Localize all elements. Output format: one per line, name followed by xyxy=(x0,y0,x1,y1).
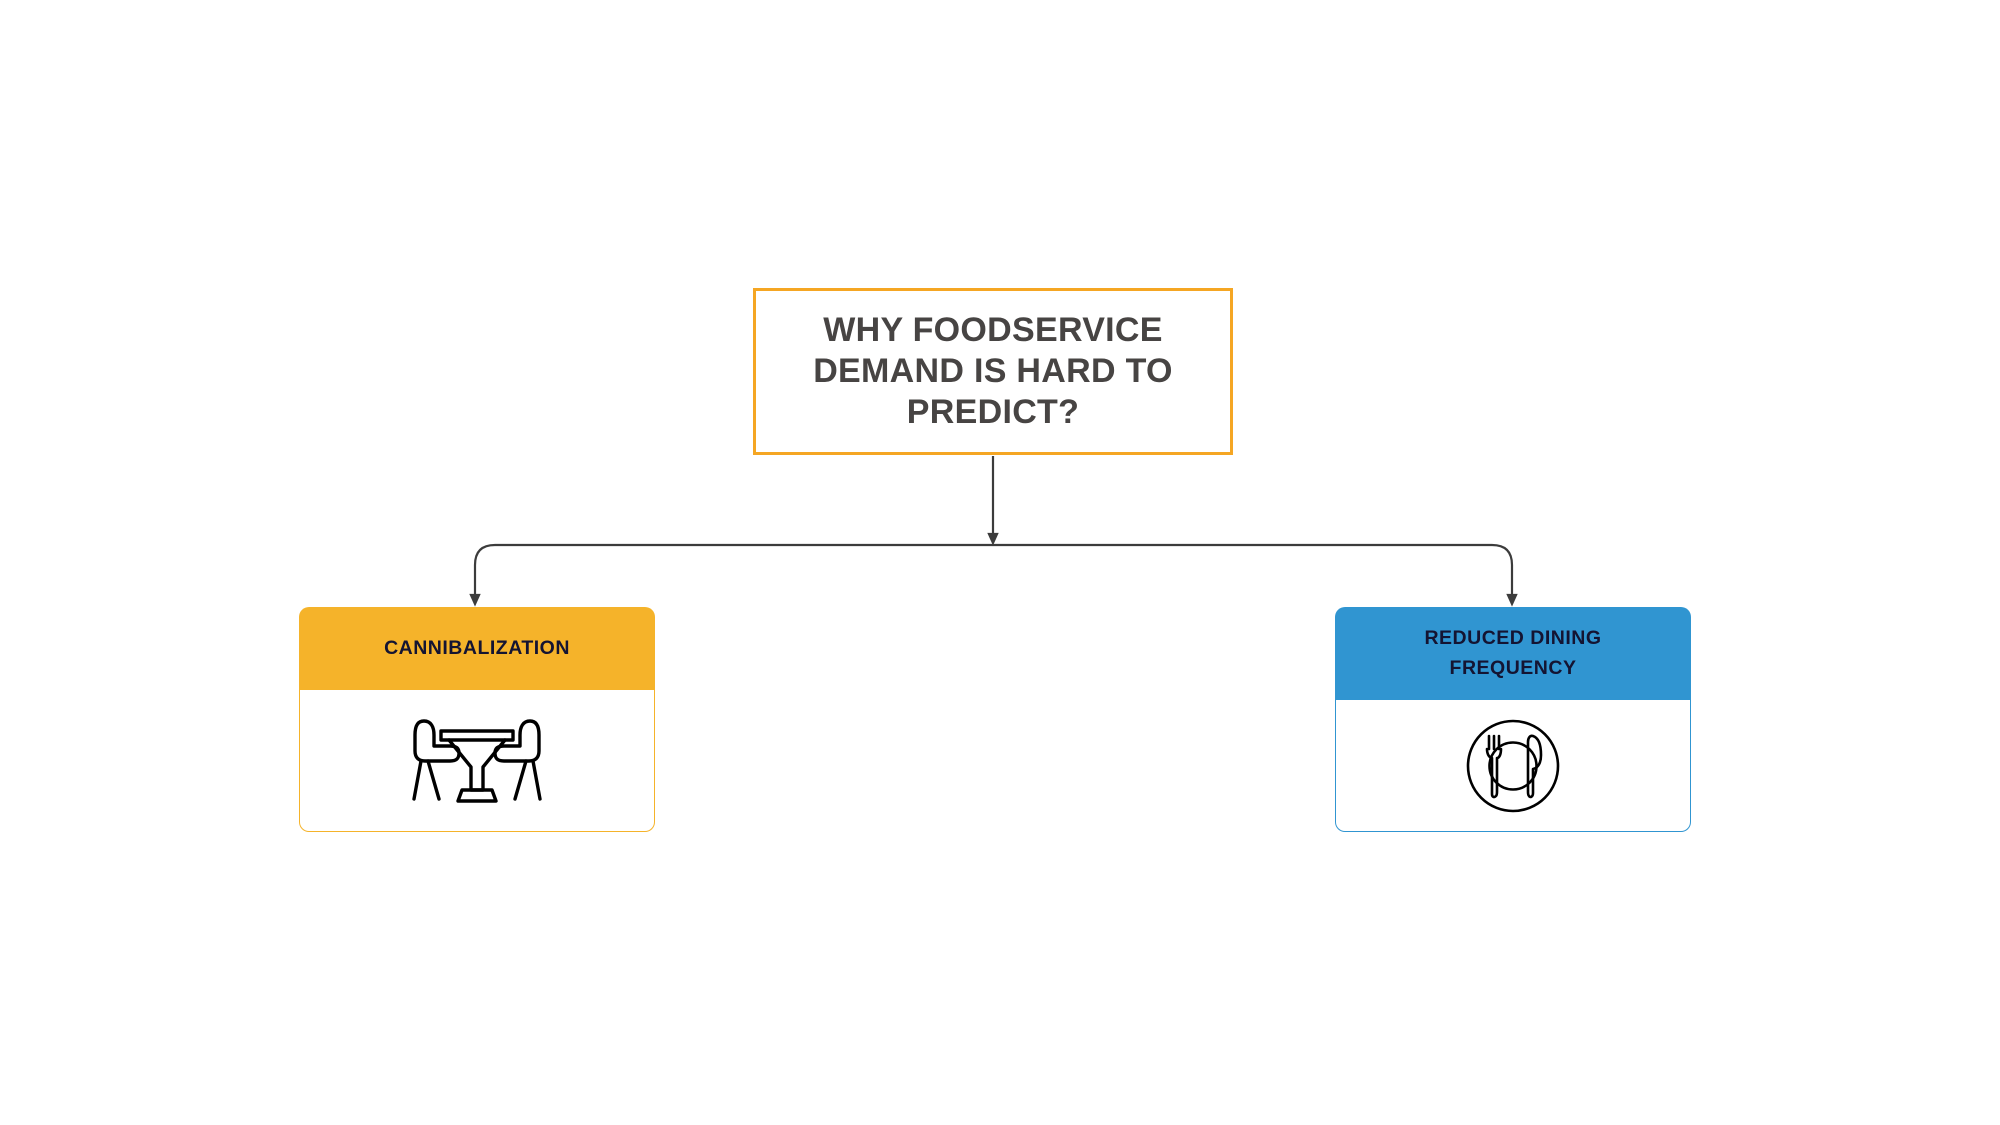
root-node-title: WHY FOODSERVICE DEMAND IS HARD TO PREDIC… xyxy=(813,310,1173,432)
connector-to-reduced-dining xyxy=(991,543,1518,607)
card-body-cannibalization xyxy=(299,690,655,832)
child-node-cannibalization[interactable]: CANNIBALIZATION xyxy=(299,607,655,832)
root-node[interactable]: WHY FOODSERVICE DEMAND IS HARD TO PREDIC… xyxy=(753,288,1233,455)
card-title-reduced-dining: REDUCED DINING FREQUENCY xyxy=(1424,627,1602,679)
dining-table-chairs-icon xyxy=(412,718,542,803)
card-header-reduced-dining[interactable]: REDUCED DINING FREQUENCY xyxy=(1335,607,1691,700)
plate-fork-knife-icon xyxy=(1466,719,1560,812)
child-node-reduced-dining-frequency[interactable]: REDUCED DINING FREQUENCY xyxy=(1335,607,1691,832)
card-body-reduced-dining xyxy=(1335,700,1691,832)
card-header-cannibalization[interactable]: CANNIBALIZATION xyxy=(299,607,655,690)
connector-to-cannibalization xyxy=(469,543,995,607)
card-title-cannibalization: CANNIBALIZATION xyxy=(384,636,570,659)
